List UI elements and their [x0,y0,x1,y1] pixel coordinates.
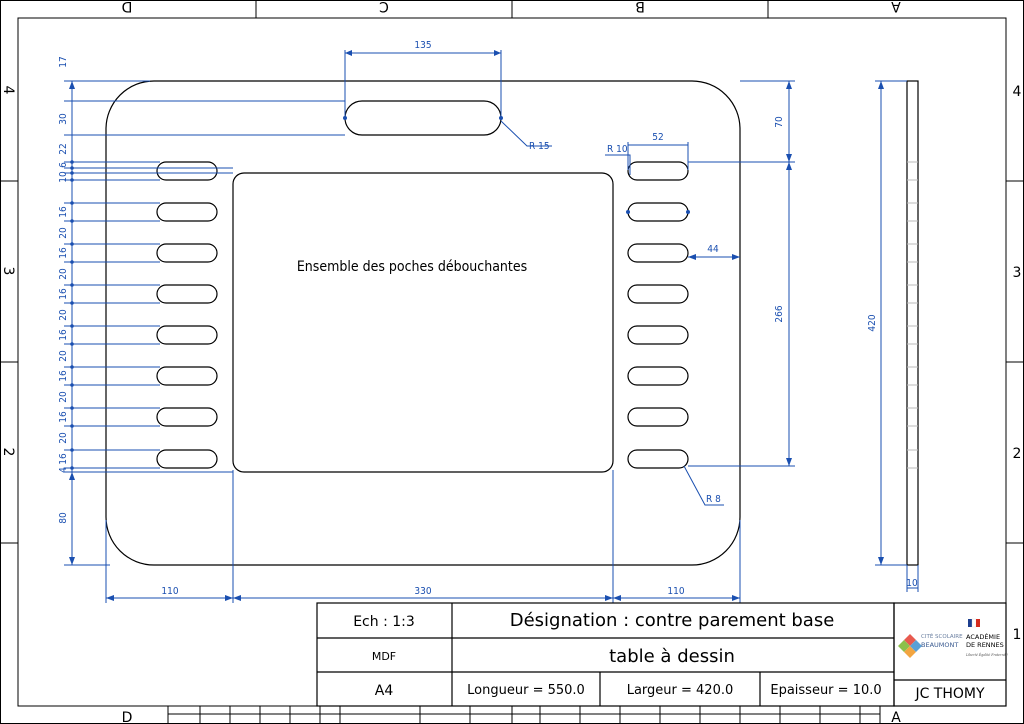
dim-right-height: 266 [774,305,785,322]
dim-left-10: 20 [58,309,69,321]
zone-number-2-left: 2 [0,448,16,457]
academy-logo-line1: ACADÉMIE [966,632,1000,641]
dim-left-8: 20 [58,268,69,280]
left-stack-dots [70,116,690,470]
dim-right-radius-8: R 8 [706,494,721,505]
side-view-hidden-lines [907,161,918,469]
side-view [906,80,919,566]
dim-left-18: 4 [58,467,69,473]
academy-logo: ACADÉMIE DE RENNES Liberté Égalité Frate… [965,618,1008,657]
dim-left-12: 20 [58,350,69,362]
zone-letter-a-bottom: A [891,710,901,724]
dim-left-13: 16 [58,370,69,382]
dim-top-slot-radius: R 15 [529,141,550,152]
top-slot [344,100,502,136]
zone-letter-d-top: D [122,0,133,14]
zone-number-3-left: 3 [0,267,16,276]
dim-side-height: 420 [867,314,878,331]
zone-number-1-right: 1 [1013,627,1022,643]
central-pocket [232,172,614,473]
title-block [316,602,1007,707]
bottom-ruler [167,706,881,724]
format-text: A4 [375,683,394,699]
dim-left-14: 20 [58,391,69,403]
subtitle-text: table à dessin [609,646,735,667]
dim-left-2: 22 [58,143,69,154]
dim-left-6: 20 [58,227,69,239]
dim-left-15: 16 [58,411,69,423]
dim-left-4: 10 [58,171,69,183]
dim-left-7: 16 [58,247,69,259]
dim-left-19: 80 [58,512,69,524]
part-outline [105,80,741,566]
school-logo-line1: CITÉ SCOLAIRE [921,632,963,640]
designation-text: Désignation : contre parement base [510,610,835,631]
academy-logo-motto: Liberté Égalité Fraternité [965,652,1008,657]
dim-left-1: 30 [58,113,69,125]
right-slots [627,161,689,469]
dim-bottom-right: 110 [667,586,684,597]
dim-left-11: 16 [58,329,69,341]
zone-number-4-right: 4 [1013,84,1022,100]
zone-letter-a-top: A [891,0,901,14]
dim-bottom-mid: 330 [414,586,431,597]
dim-left-17: 16 [58,453,69,465]
dim-right-slot-width: 52 [652,132,663,143]
dim-bottom-left: 110 [161,586,178,597]
dim-left-9: 16 [58,288,69,300]
zone-ticks [0,0,1024,544]
zone-number-3-right: 3 [1013,265,1022,281]
dim-side-thickness: 10 [906,578,918,589]
dim-right-offset: 44 [707,244,719,255]
dim-left-0: 17 [58,56,69,67]
zone-number-4-left: 4 [0,86,16,95]
left-slots [156,161,218,469]
dim-right-radius-10: R 10 [607,144,628,155]
dim-left-5: 16 [58,206,69,218]
dim-left-3: 6 [58,162,69,168]
author-text: JC THOMY [914,686,985,702]
school-logo: CITÉ SCOLAIRE BEAUMONT [898,632,963,658]
zone-letter-d-bottom: D [122,710,133,724]
zone-letter-b-top: B [635,0,645,14]
zone-number-2-right: 2 [1013,446,1022,462]
arrowheads [69,50,884,601]
school-logo-line2: BEAUMONT [921,641,958,649]
zone-letter-c-top: C [379,0,389,14]
academy-logo-line2: DE RENNES [966,641,1004,649]
dim-right-top: 70 [774,116,785,128]
length-text: Longueur = 550.0 [467,683,585,698]
material-text: MDF [372,650,396,663]
thickness-text: Epaisseur = 10.0 [770,683,881,698]
scale-text: Ech : 1:3 [353,614,415,630]
dim-top-slot-width: 135 [414,40,431,51]
pocket-label: Ensemble des poches débouchantes [297,259,527,275]
dim-left-16: 20 [58,432,69,444]
width-text: Largeur = 420.0 [627,683,734,698]
